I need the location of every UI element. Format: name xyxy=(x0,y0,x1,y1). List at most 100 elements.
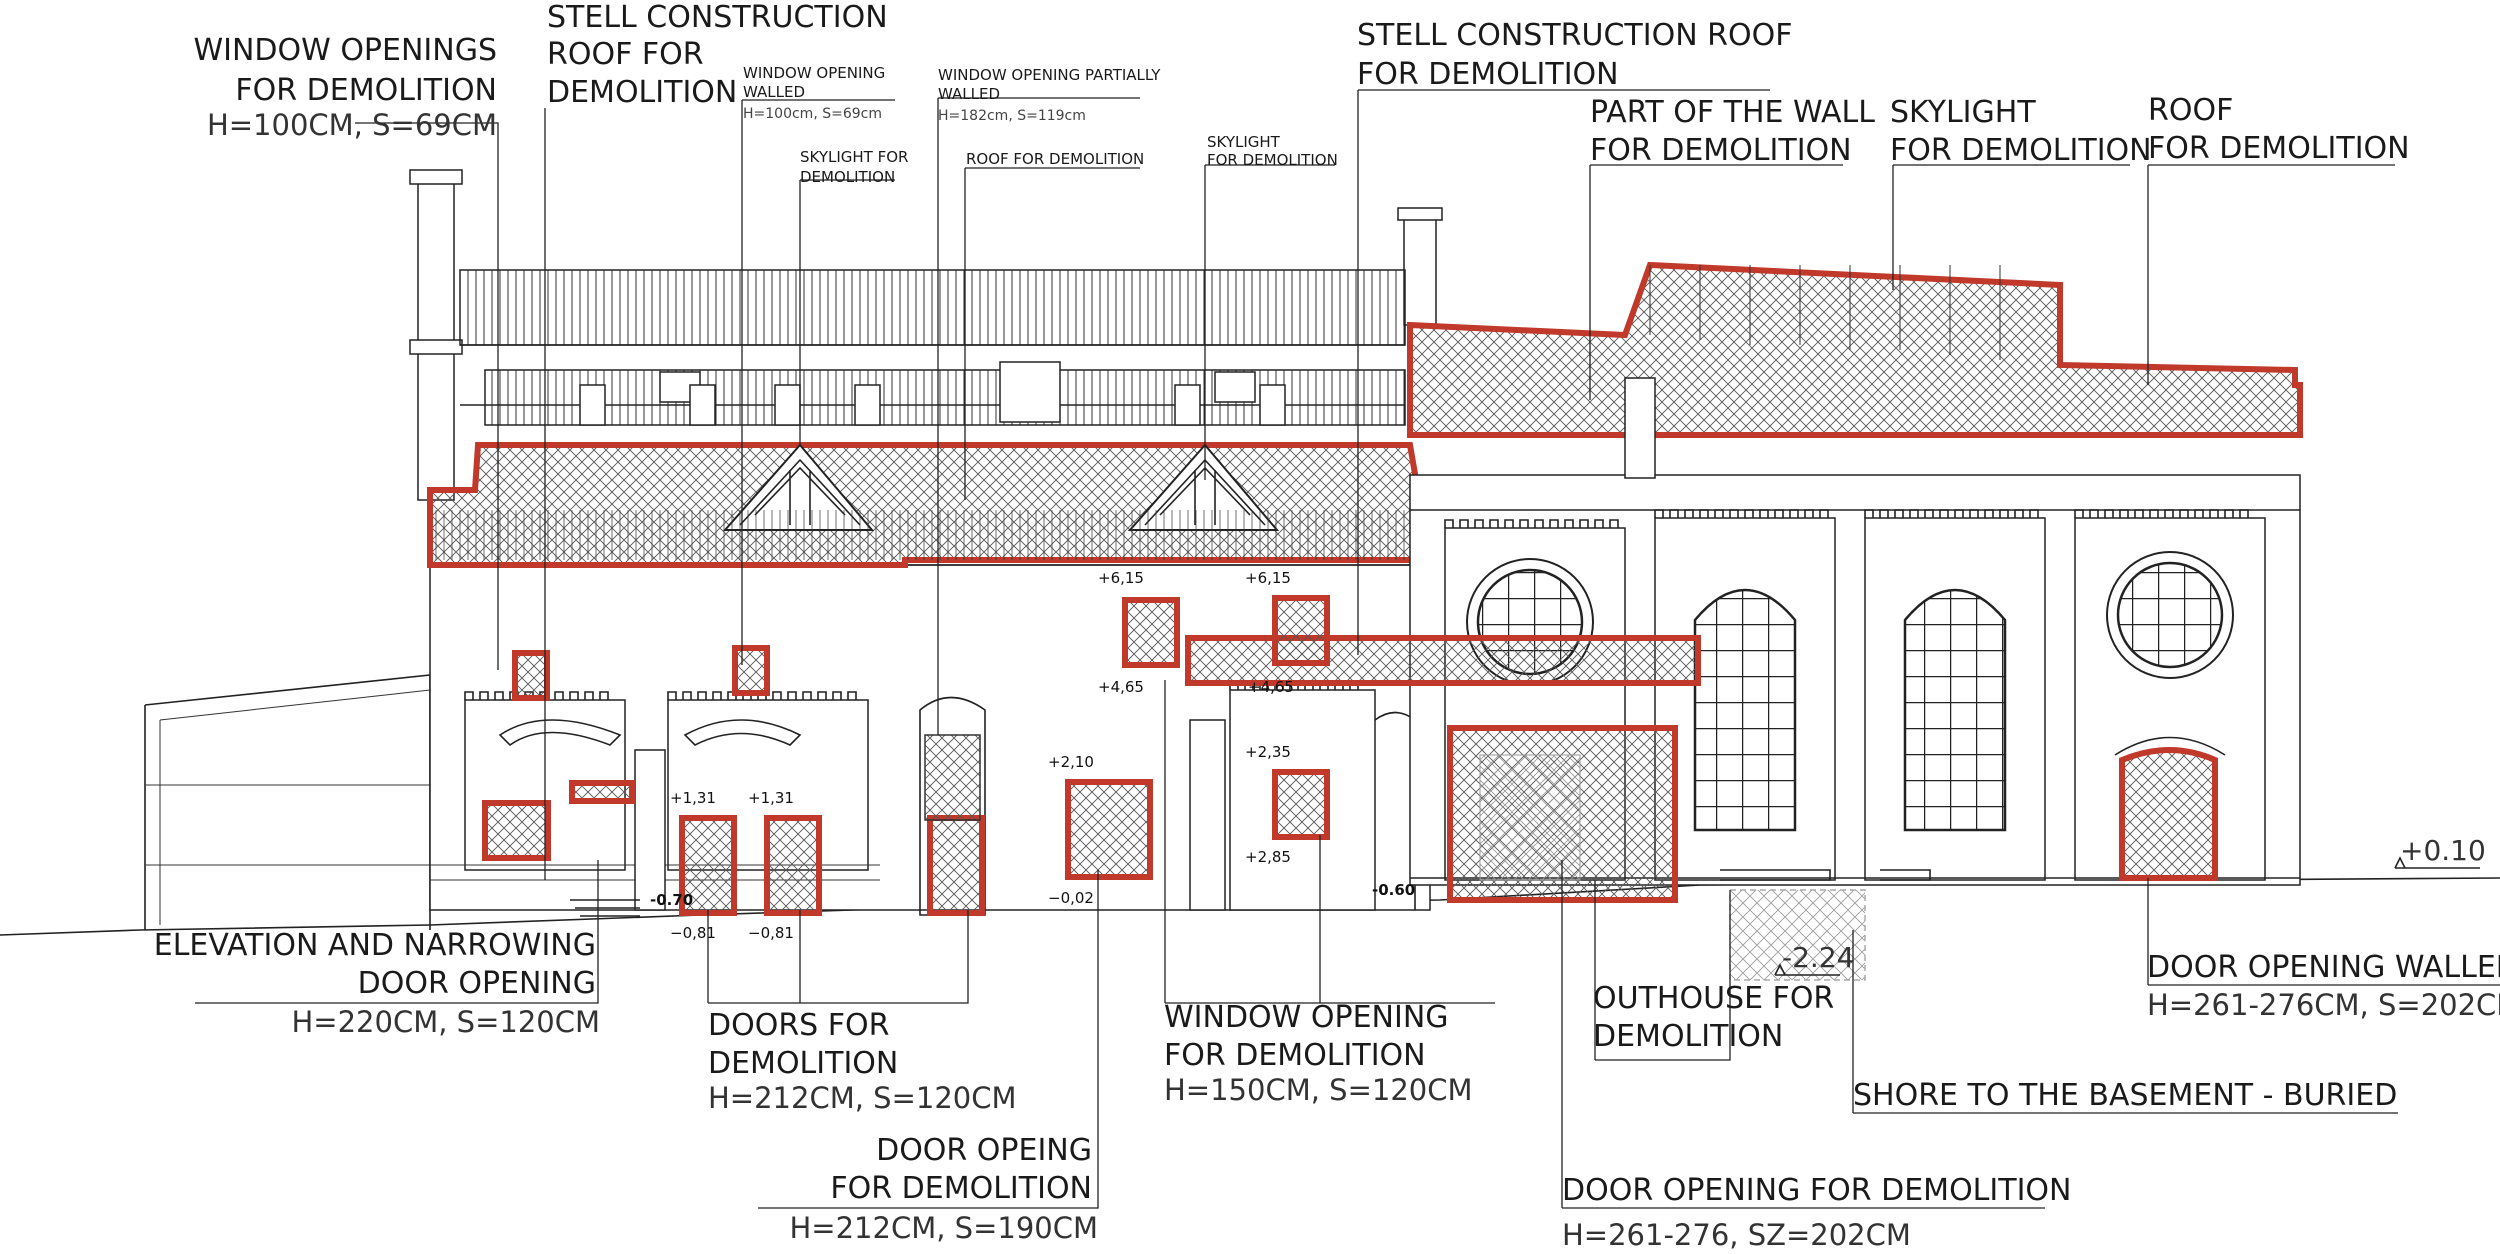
door-walled-line1: DOOR OPENING WALLED xyxy=(2147,950,2500,985)
stell-roof-right-line2: FOR DEMOLITION xyxy=(1357,57,1619,92)
elevation-door-window-outline xyxy=(482,800,551,861)
level-plus-6-15-a: +6,15 xyxy=(1098,569,1144,587)
door-opeing-dim: H=212CM, S=190CM xyxy=(790,1211,1099,1245)
stell-roof-right-outline xyxy=(1185,635,1701,686)
window-opening-demo-dim: H=150CM, S=120CM xyxy=(1164,1073,1473,1107)
label-window-partially: WINDOW OPENING PARTIALLY WALLED H=182cm,… xyxy=(938,66,1161,124)
roof-small-line1: ROOF FOR DEMOLITION xyxy=(966,150,1144,168)
shore-basement-line1: SHORE TO THE BASEMENT - BURIED xyxy=(1853,1078,2397,1113)
label-wall-part: PART OF THE WALL FOR DEMOLITION xyxy=(1590,95,1875,168)
skylight-window-2-outline xyxy=(1272,595,1330,666)
elevation-door-top-outline xyxy=(569,780,635,804)
window-partial-outline xyxy=(927,815,985,916)
window-opening-1-outline xyxy=(512,650,550,701)
outhouse-line2: DEMOLITION xyxy=(1593,1019,1783,1054)
label-door-opeing: DOOR OPEING FOR DEMOLITION H=212CM, S=19… xyxy=(790,1133,1099,1245)
skylight-small-2-line2: FOR DEMOLITION xyxy=(1207,151,1338,169)
label-roof-big: ROOF FOR DEMOLITION xyxy=(2148,93,2410,166)
label-skylight-small-2: SKYLIGHT FOR DEMOLITION xyxy=(1207,133,1338,169)
level-plus-2-35: +2,35 xyxy=(1245,743,1291,761)
window-openings-dim: H=100CM, S=69CM xyxy=(207,108,497,142)
label-window-opening-demo: WINDOW OPENING FOR DEMOLITION H=150CM, S… xyxy=(1164,1000,1473,1107)
door-demo-2-outline xyxy=(764,815,822,916)
bay-3 xyxy=(1864,509,2046,881)
door-opening-demo-line1: DOOR OPENING FOR DEMOLITION xyxy=(1562,1173,2071,1208)
level-plus-0-10: +0.10 xyxy=(2400,834,2486,867)
level-minus-0-70: -0.70 xyxy=(650,891,693,909)
wall-part-line2: FOR DEMOLITION xyxy=(1590,133,1852,168)
level-minus-0-02: −0,02 xyxy=(1048,889,1094,907)
door-opening-walled-outline xyxy=(2119,747,2218,881)
wall-part-line1: PART OF THE WALL xyxy=(1590,95,1875,130)
level-minus-0-81-a: −0,81 xyxy=(670,924,716,942)
window-walled-dim: H=100cm, S=69cm xyxy=(743,106,882,122)
level-plus-2-85: +2,85 xyxy=(1245,848,1291,866)
level-marks: +0.10 -2.24 -0.70 -0.60 +6,15 +6,15 +4,6… xyxy=(650,569,2486,976)
roof-big-line2: FOR DEMOLITION xyxy=(2148,131,2410,166)
level-plus-4-65: +4,65 xyxy=(1098,678,1144,696)
door-demo-1-outline xyxy=(679,815,737,916)
window-walled-line1: WINDOW OPENING xyxy=(743,64,885,82)
elevation-door-line1: ELEVATION AND NARROWING xyxy=(154,928,596,963)
label-stell-roof-left: STELL CONSTRUCTION ROOF FOR DEMOLITION xyxy=(547,0,888,110)
elevation-door-dim: H=220CM, S=120CM xyxy=(292,1005,601,1039)
window-openings-line1: WINDOW OPENINGS xyxy=(193,33,497,68)
level-plus-2-10: +2,10 xyxy=(1048,753,1094,771)
roof-right-outline xyxy=(1407,261,2303,438)
skylight-window-1-outline xyxy=(1122,597,1180,668)
label-skylight-big: SKYLIGHT FOR DEMOLITION xyxy=(1890,95,2152,168)
window-opening-demo-line1: WINDOW OPENING xyxy=(1164,1000,1449,1035)
window-opening-demo-line2: FOR DEMOLITION xyxy=(1164,1038,1426,1073)
skylight-small-2-line1: SKYLIGHT xyxy=(1207,133,1281,151)
label-skylight-small-1: SKYLIGHT FOR DEMOLITION xyxy=(800,148,908,186)
level-minus-0-60: -0.60 xyxy=(1372,881,1415,899)
roof-big-line1: ROOF xyxy=(2148,93,2233,128)
elevation-door-line2: DOOR OPENING xyxy=(358,966,596,1001)
doors-demolition-line2: DEMOLITION xyxy=(708,1046,898,1081)
level-plus-1-31-a: +1,31 xyxy=(670,789,716,807)
bay-2 xyxy=(1654,509,1836,881)
window-partially-line1: WINDOW OPENING PARTIALLY xyxy=(938,66,1161,84)
level-plus-4-65-b: +4,65 xyxy=(1248,678,1294,696)
label-stell-roof-right: STELL CONSTRUCTION ROOF FOR DEMOLITION xyxy=(1357,18,1793,92)
window-opening-demo-outline xyxy=(1272,769,1330,840)
level-plus-6-15-b: +6,15 xyxy=(1245,569,1291,587)
door-opeing-line1: DOOR OPEING xyxy=(876,1133,1092,1168)
window-opening-walled-outline xyxy=(732,645,770,696)
leader-lines xyxy=(195,89,2500,1209)
label-window-walled: WINDOW OPENING WALLED H=100cm, S=69cm xyxy=(743,64,885,122)
door-walled-dim: H=261-276CM, S=202CM xyxy=(2147,988,2500,1022)
label-roof-small: ROOF FOR DEMOLITION xyxy=(966,150,1144,168)
label-door-walled: DOOR OPENING WALLED H=261-276CM, S=202CM xyxy=(2147,950,2500,1022)
skylight-big-line1: SKYLIGHT xyxy=(1890,95,2036,130)
door-opeing-line2: FOR DEMOLITION xyxy=(830,1171,1092,1206)
window-partially-dim: H=182cm, S=119cm xyxy=(938,108,1086,124)
label-window-openings: WINDOW OPENINGS FOR DEMOLITION H=100CM, … xyxy=(193,33,497,142)
stell-roof-right-line1: STELL CONSTRUCTION ROOF xyxy=(1357,18,1793,53)
skylight-small-1-line2: DEMOLITION xyxy=(800,168,895,186)
level-plus-1-31-b: +1,31 xyxy=(748,789,794,807)
door-opeing-outline xyxy=(1065,779,1153,880)
stell-roof-left-line2: ROOF FOR xyxy=(547,37,704,72)
skylight-gables xyxy=(430,443,1430,560)
skylight-small-1-line1: SKYLIGHT FOR xyxy=(800,148,908,166)
doors-demolition-dim: H=212CM, S=120CM xyxy=(708,1081,1017,1115)
level-minus-2-24: -2.24 xyxy=(1782,941,1854,974)
label-elevation-door: ELEVATION AND NARROWING DOOR OPENING H=2… xyxy=(154,928,600,1039)
label-outhouse: OUTHOUSE FOR DEMOLITION xyxy=(1593,981,1834,1054)
window-partially-line2: WALLED xyxy=(938,85,1000,103)
window-openings-line2: FOR DEMOLITION xyxy=(235,73,497,108)
level-minus-0-81-b: −0,81 xyxy=(748,924,794,942)
skylight-big-line2: FOR DEMOLITION xyxy=(1890,133,2152,168)
stell-roof-left-line3: DEMOLITION xyxy=(547,75,737,110)
label-shore-basement: SHORE TO THE BASEMENT - BURIED xyxy=(1853,1078,2397,1113)
window-walled-line2: WALLED xyxy=(743,83,805,101)
label-doors-demolition: DOORS FOR DEMOLITION H=212CM, S=120CM xyxy=(708,1008,1017,1115)
doors-demolition-line1: DOORS FOR xyxy=(708,1008,889,1043)
stell-roof-left-line1: STELL CONSTRUCTION xyxy=(547,0,888,35)
door-opening-demo-dim: H=261-276, SZ=202CM xyxy=(1562,1218,1911,1252)
outhouse-line1: OUTHOUSE FOR xyxy=(1593,981,1834,1016)
label-door-opening-demo: DOOR OPENING FOR DEMOLITION H=261-276, S… xyxy=(1562,1173,2071,1252)
